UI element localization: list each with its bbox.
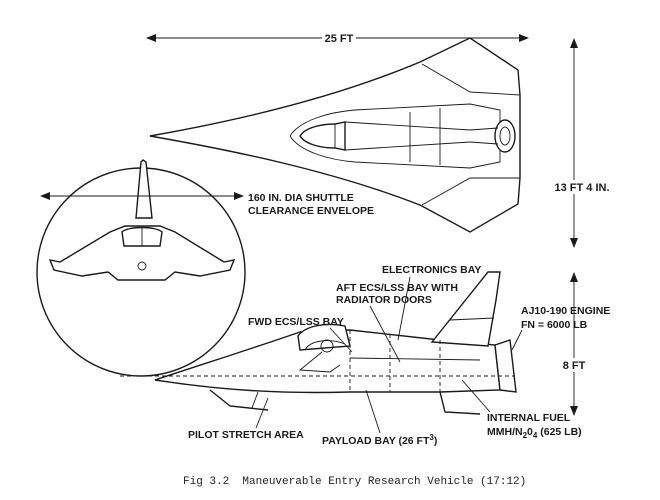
fuel-label-line1: INTERNAL FUEL [487,412,571,424]
length-label: 25 FT [325,33,354,45]
fuel-leader [461,379,491,413]
figure-caption: Fig 3.2 Maneuverable Entry Research Vehi… [183,476,526,488]
side-view [120,271,517,415]
height-label: 8 FT [563,360,586,372]
aft-bay-leader [369,305,401,363]
payload-bay-sup: 3 [429,433,434,442]
fuel-text-b: 0 [527,426,533,438]
payload-bay-text: PAYLOAD BAY (26 FT [322,435,430,447]
aft-bay-label-line1: AFT ECS/LSS BAY WITH [336,282,458,294]
fuel-sub-1: 2 [523,431,528,440]
payload-bay-leader [365,389,381,434]
engine-label-line2: FN = 6000 LB [521,319,588,331]
pilot-area-label: PILOT STRETCH AREA [188,429,304,441]
payload-bay-close: ) [434,435,438,447]
engine-label-line1: AJ10-190 ENGINE [521,305,610,317]
planform-view [149,37,521,233]
clearance-label-line2: CLEARANCE ENVELOPE [248,205,374,217]
fuel-label-line2: MMH/N204 (625 LB) [487,426,582,440]
engine-leader [511,329,523,351]
fuel-text-c: (625 LB) [537,426,581,438]
span-label: 13 FT 4 IN. [554,182,609,194]
fwd-bay-leader [329,327,353,353]
span-dimension: 13 FT 4 IN. [548,38,610,248]
fuel-text-a: MMH/N [487,426,523,438]
front-view [36,159,246,377]
fwd-bay-label: FWD ECS/LSS BAY [248,316,344,328]
aft-bay-label-line2: RADIATOR DOORS [336,294,432,306]
height-dimension: 8 FT [560,272,588,416]
electronics-bay-label: ELECTRONICS BAY [382,264,481,276]
fuel-sub-2: 4 [533,431,538,440]
length-dimension: 25 FT [146,31,529,45]
clearance-label-line1: 160 IN. DIA SHUTTLE [248,192,354,204]
electronics-bay-leader [397,276,411,341]
pilot-area-leader [255,397,269,429]
payload-bay-label: PAYLOAD BAY (26 FT3) [322,433,437,447]
